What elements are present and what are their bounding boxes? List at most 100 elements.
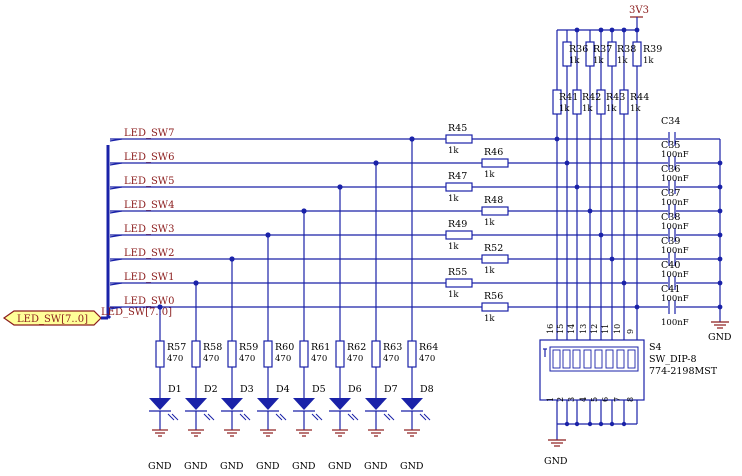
led-ref: D7: [384, 384, 398, 395]
capacitor-value: 100nF: [661, 174, 689, 184]
pullup-resistors-bottom: [552, 89, 629, 283]
led-ref: D1: [168, 384, 182, 395]
dip-pin-number: 5: [590, 397, 599, 402]
led-branch-wires: [159, 139, 413, 341]
dip-switch-name: SW_DIP-8: [649, 354, 697, 365]
capacitor-icon: [668, 228, 676, 242]
dip-pin-number: 11: [601, 324, 610, 334]
led-icon: [401, 398, 431, 430]
pullup-ref: R44: [630, 92, 649, 103]
capacitor-value: 100nF: [661, 198, 689, 208]
led-resistor-ref: R64: [419, 342, 438, 353]
pullup-resistors-top: [562, 41, 642, 307]
led-resistor-value: 470: [347, 354, 363, 364]
ground-icon: [368, 429, 384, 437]
ground-icon: [711, 321, 729, 329]
ground-icon: [332, 429, 348, 437]
dip-switch[interactable]: [539, 339, 645, 401]
net-label-led-sw3: LED_SW3: [124, 224, 174, 235]
ground-label: GND: [708, 332, 732, 343]
pullup-value: 1k: [617, 56, 628, 66]
dip-pin-number: 16: [546, 324, 555, 334]
capacitor-ref: C34: [661, 116, 680, 127]
led-icon: [365, 398, 395, 430]
pullup-value: 1k: [606, 104, 617, 114]
pullup-ref: R36: [569, 44, 588, 55]
led-resistor-value: 470: [311, 354, 327, 364]
led-ref: D4: [276, 384, 290, 395]
capacitor-wires: [557, 138, 723, 322]
ground-label: GND: [292, 461, 316, 472]
pullup-ref: R42: [582, 92, 601, 103]
led-icon: [329, 398, 359, 430]
ground-icon: [188, 429, 204, 437]
dip-pin-number: 6: [601, 397, 610, 402]
led-resistor-ref: R60: [275, 342, 294, 353]
led-resistor-value: 470: [383, 354, 399, 364]
series-resistor-ref: R48: [484, 195, 503, 206]
led-ref: D3: [240, 384, 254, 395]
led-icon: [185, 398, 215, 430]
led-resistor-ref: R57: [167, 342, 186, 353]
ground-label: GND: [544, 456, 568, 467]
pullup-ref: R37: [593, 44, 612, 55]
led-resistor-value: 470: [203, 354, 219, 364]
series-resistors: [445, 134, 509, 312]
led-symbols: [149, 398, 431, 430]
bus-port[interactable]: LED_SW[7..0]: [2, 310, 102, 326]
net-label-led-sw0: LED_SW0: [124, 296, 174, 307]
capacitor-ref: C36: [661, 164, 680, 175]
net-label-led-sw5: LED_SW5: [124, 176, 174, 187]
led-resistor-ref: R59: [239, 342, 258, 353]
capacitor-value: 100nF: [661, 294, 689, 304]
ground-label: GND: [184, 461, 208, 472]
dip-pin-number: 14: [567, 324, 576, 334]
led-resistor-value: 470: [275, 354, 291, 364]
dip-pin-number: 1: [546, 397, 555, 402]
series-resistor-value: 1k: [448, 194, 459, 204]
ground-icon: [404, 429, 420, 437]
ground-label: GND: [220, 461, 244, 472]
ground-icon: [548, 439, 566, 447]
capacitor-icon: [668, 180, 676, 194]
supply-label: 3V3: [629, 5, 649, 16]
pullup-value: 1k: [559, 104, 570, 114]
net-label-led-sw1: LED_SW1: [124, 272, 174, 283]
series-resistor-value: 1k: [484, 170, 495, 180]
dip-pin-number: 10: [613, 324, 622, 334]
series-resistor-ref: R45: [448, 123, 467, 134]
capacitor-ref: C40: [661, 260, 680, 271]
pullup-value: 1k: [569, 56, 580, 66]
capacitor-ref: C41: [661, 284, 680, 295]
bus-label: LED_SW[7..0]: [101, 307, 172, 318]
ground-icon: [296, 429, 312, 437]
dip-pin-number: 12: [590, 324, 599, 334]
net-label-led-sw2: LED_SW2: [124, 248, 174, 259]
series-resistor-value: 1k: [448, 242, 459, 252]
ground-icon: [224, 429, 240, 437]
ground-label: GND: [328, 461, 352, 472]
series-resistor-value: 1k: [448, 290, 459, 300]
capacitor-icon: [668, 204, 676, 218]
pullup-value: 1k: [582, 104, 593, 114]
switch-column-wires: [554, 136, 640, 340]
dip-pin-number: 4: [579, 397, 588, 402]
series-resistor-ref: R49: [448, 219, 467, 230]
pullup-ref: R41: [559, 92, 578, 103]
net-label-led-sw4: LED_SW4: [124, 200, 174, 211]
capacitor-icon: [668, 156, 676, 170]
dip-bottom-pins: 1 2 3 4 5 6 7 8: [546, 397, 635, 402]
pullup-value: 1k: [630, 104, 641, 114]
capacitor-value: 100nF: [661, 246, 689, 256]
pullup-ref: R38: [617, 44, 636, 55]
led-ground-icons: [152, 429, 420, 437]
series-resistor-ref: R46: [484, 147, 503, 158]
led-resistor-value: 470: [239, 354, 255, 364]
led-icon: [221, 398, 251, 430]
supply-rail: [556, 16, 643, 90]
bus-corner: [106, 314, 112, 320]
led-ref: D6: [348, 384, 362, 395]
dip-pin-number: 2: [556, 397, 565, 402]
led-icon: [257, 398, 287, 430]
